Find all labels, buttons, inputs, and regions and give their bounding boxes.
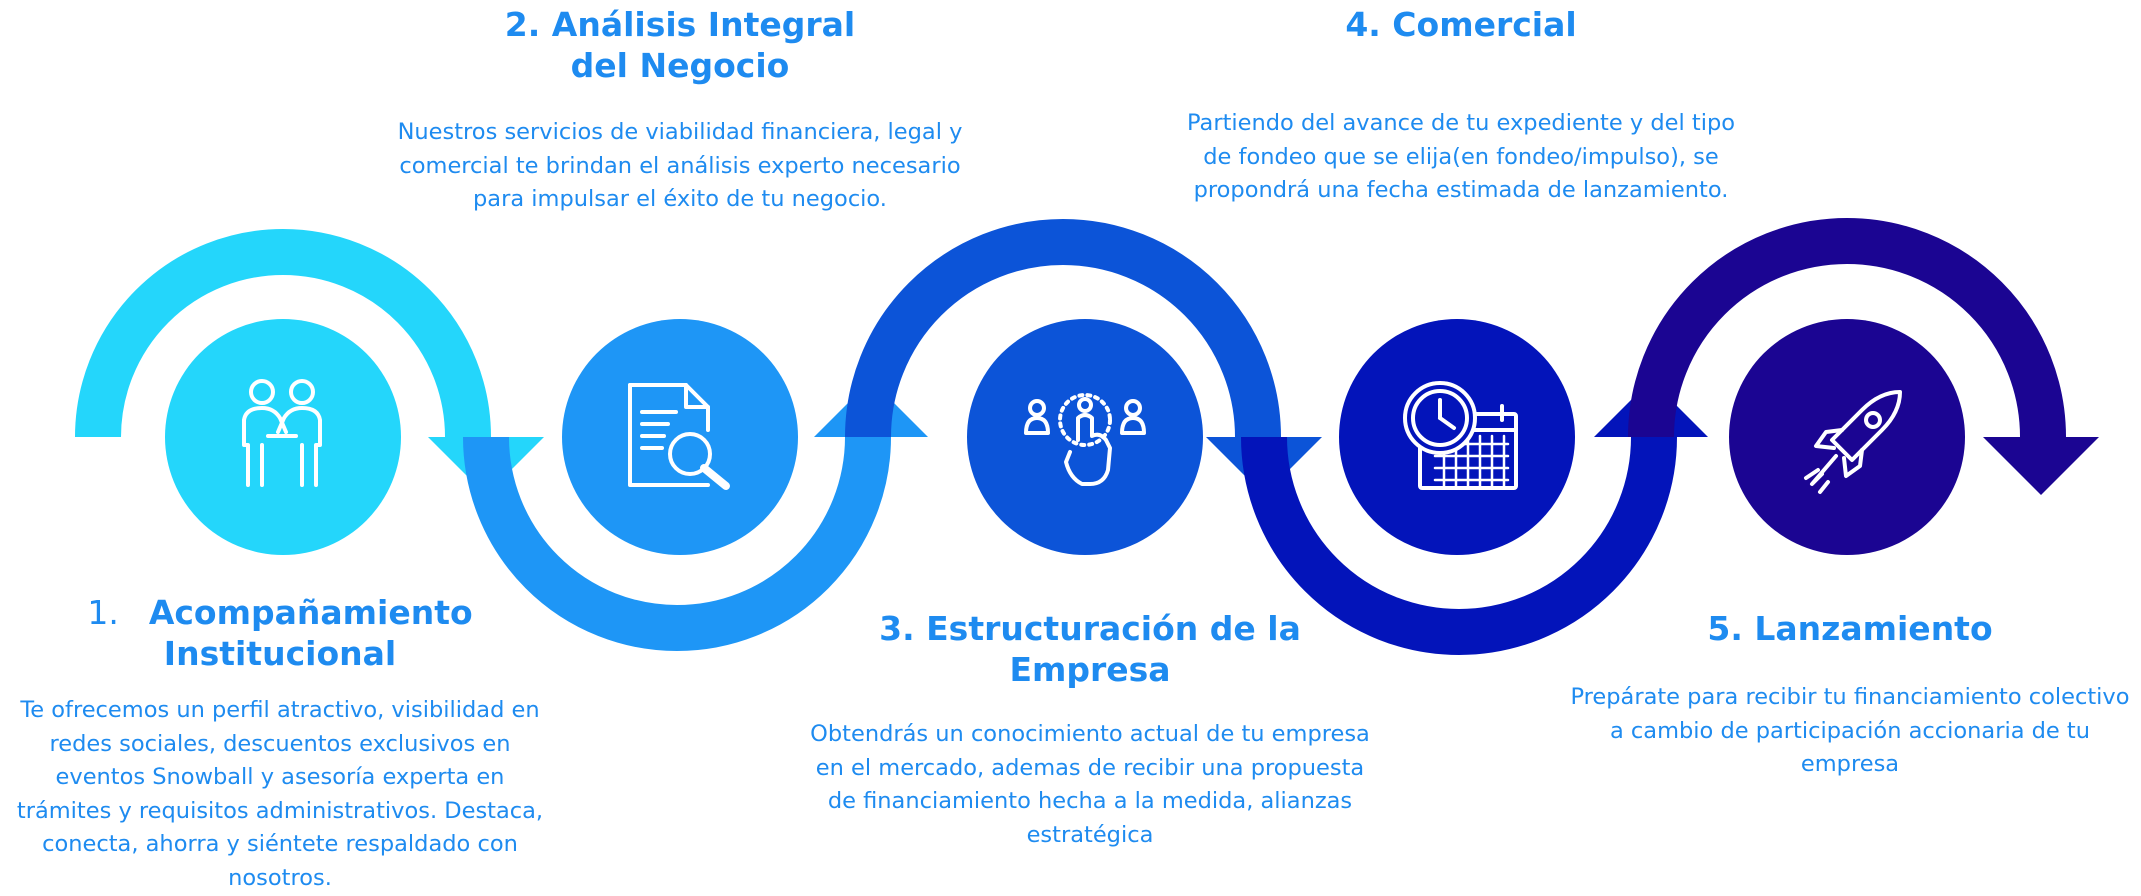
step-2-title: 2. Análisis Integral del Negocio	[394, 4, 966, 86]
step1-arc	[75, 229, 491, 438]
step-2-title-line2: del Negocio	[570, 46, 790, 85]
step-5: 5. Lanzamiento Prepárate para recibir tu…	[1560, 608, 2140, 782]
step2-arc	[463, 436, 891, 651]
step5-arrowhead	[1983, 437, 2099, 495]
step5-arc	[1628, 218, 2066, 438]
step-1-title: 1. Acompañamiento Institucional	[0, 592, 560, 674]
step-3-title-line1: 3. Estructuración de la	[879, 609, 1301, 648]
step-2: 2. Análisis Integral del Negocio Nuestro…	[394, 4, 966, 217]
clock-calendar-icon	[1403, 381, 1518, 490]
step-1-title-line2: Institucional	[163, 634, 397, 673]
step-2-title-line1: 2. Análisis Integral	[504, 5, 856, 44]
step5-circle	[1729, 319, 1965, 555]
step-3-description: Obtendrás un conocimiento actual de tu e…	[810, 721, 1370, 848]
step3-circle	[967, 319, 1203, 555]
step4-arc	[1241, 436, 1677, 655]
step3-arc	[845, 219, 1281, 438]
step-5-title: 5. Lanzamiento	[1707, 609, 1993, 648]
step-1-number: 1.	[87, 593, 119, 632]
step-4-description: Partiendo del avance de tu expediente y …	[1187, 110, 1735, 203]
step-3-title: 3. Estructuración de la Empresa	[800, 608, 1380, 690]
step-1-title-line1: Acompañamiento	[148, 593, 473, 632]
step-4-title: 4. Comercial	[1345, 5, 1577, 44]
step-4: 4. Comercial Partiendo del avance de tu …	[1176, 4, 1746, 208]
document-search-icon	[628, 383, 730, 490]
step-3-title-line2: Empresa	[1009, 650, 1171, 689]
step-2-description: Nuestros servicios de viabilidad financi…	[397, 119, 963, 212]
step-1: 1. Acompañamiento Institucional Te ofrece…	[0, 592, 560, 895]
rocket-icon	[1804, 390, 1902, 494]
step-3: 3. Estructuración de la Empresa Obtendrá…	[800, 608, 1380, 852]
step-5-description: Prepárate para recibir tu financiamiento…	[1570, 684, 2130, 777]
step-1-description: Te ofrecemos un perfil atractivo, visibi…	[16, 697, 544, 891]
touch-network-icon	[1024, 393, 1146, 486]
handshake-icon	[242, 379, 322, 487]
